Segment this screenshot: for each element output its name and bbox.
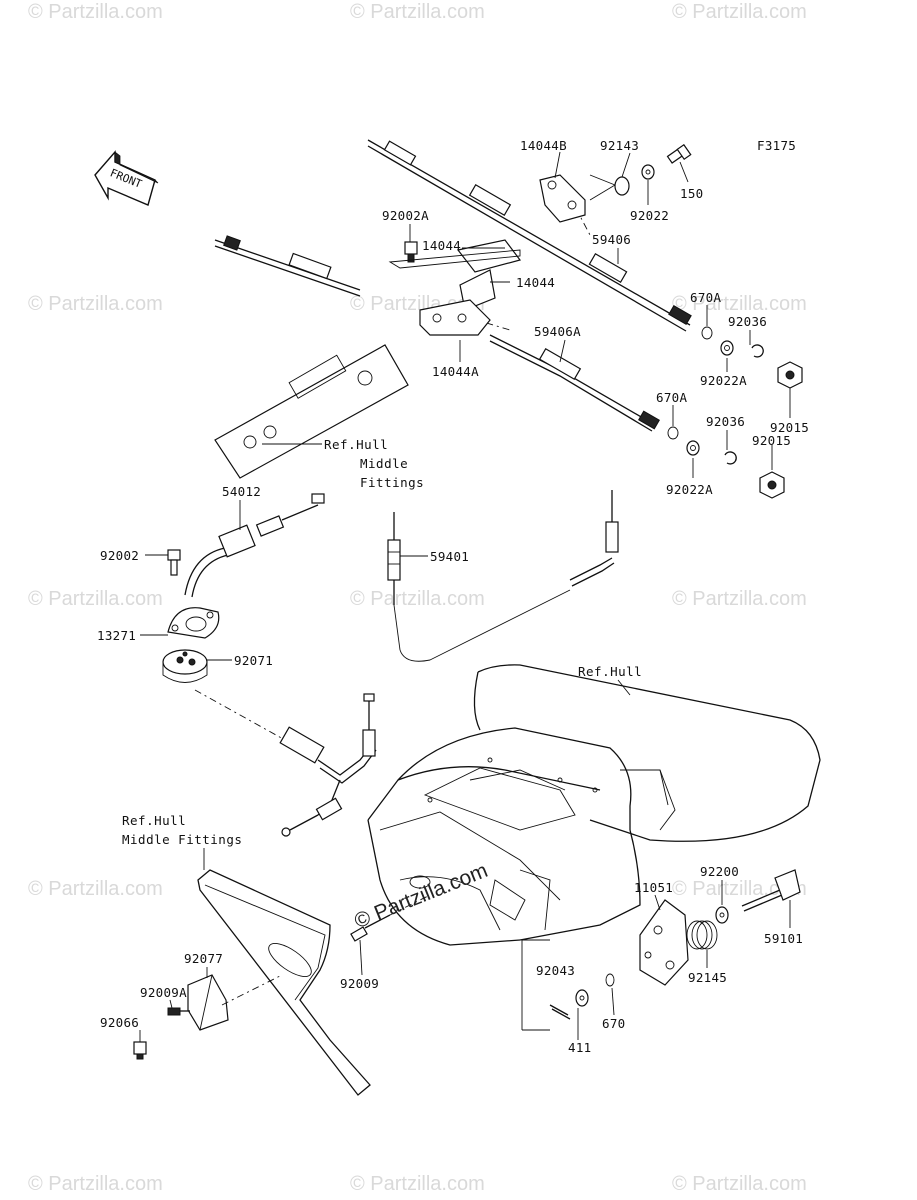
shaft-59101: [741, 869, 801, 912]
watermark: © Partzilla.com: [672, 588, 807, 610]
cable-59406: [367, 139, 692, 332]
bracket-14044A: [419, 299, 491, 336]
hull-body: [367, 664, 821, 946]
grommet-92071: [162, 649, 208, 683]
ref-hull-middle-left-line1: Ref.Hull: [122, 813, 186, 828]
figure-code: F3175: [757, 138, 796, 153]
part-label: 14044: [516, 275, 555, 290]
watermark: © Partzilla.com: [672, 1, 807, 23]
throttle-cable-lower: [194, 689, 377, 837]
part-label: 14044A: [432, 364, 479, 379]
part-label: 11051: [634, 880, 673, 895]
choke-cable-54012: [184, 493, 325, 598]
cover-11051: [639, 899, 689, 986]
part-label: 92071: [234, 653, 273, 668]
part-label: 59101: [764, 931, 803, 946]
circlip-92036-top: [751, 344, 764, 358]
watermark: © Partzilla.com: [672, 293, 807, 315]
watermark: © Partzilla.com: [672, 1173, 807, 1195]
part-label: 92143: [600, 138, 639, 153]
bolt-92002A: [404, 241, 418, 263]
part-label: 150: [680, 186, 703, 201]
part-label: 92002A: [382, 208, 429, 223]
washer-92022A-top: [720, 340, 734, 356]
part-label: 92009A: [140, 985, 187, 1000]
o-ring-670A-top: [701, 326, 713, 340]
part-label: 92009: [340, 976, 379, 991]
watermark: © Partzilla.com: [350, 588, 485, 610]
part-label: 59406: [592, 232, 631, 247]
part-label: 59401: [430, 549, 469, 564]
part-labels: 14044B 92143 150 92022 92002A 14044 1404…: [97, 138, 809, 1055]
leader-lines: [139, 151, 791, 1042]
cable-59401: [387, 490, 619, 662]
part-label: 92015: [752, 433, 791, 448]
cap-92077: [187, 974, 283, 1031]
nut-92015-bottom: [759, 471, 785, 499]
watermark: © Partzilla.com: [28, 1, 163, 23]
reference-labels: Ref.Hull Middle Fittings Ref.Hull Ref.Hu…: [122, 437, 642, 847]
bracket-14044B: [539, 174, 586, 223]
front-arrow-icon: FRONT: [94, 150, 159, 206]
circlip-92036-bottom: [724, 451, 737, 465]
part-label: 92002: [100, 548, 139, 563]
screw-92009A: [167, 1007, 190, 1016]
part-label: 670: [602, 1016, 625, 1031]
part-label: 92066: [100, 1015, 139, 1030]
nut-92015-top: [777, 361, 803, 389]
watermark: © Partzilla.com: [350, 1, 485, 23]
ref-hull-middle-line2: Middle: [360, 456, 408, 471]
part-label: 670A: [656, 390, 687, 405]
part-label: 92200: [700, 864, 739, 879]
nut-92066: [133, 1041, 147, 1060]
part-label: 54012: [222, 484, 261, 499]
part-label: 92036: [728, 314, 767, 329]
part-label: 92145: [688, 970, 727, 985]
watermark: © Partzilla.com: [672, 878, 807, 900]
part-label: 92077: [184, 951, 223, 966]
washer-92022A-bottom: [686, 440, 700, 456]
part-label: 670A: [690, 290, 721, 305]
ref-hull-middle-line3: Fittings: [360, 475, 424, 490]
spring-92145: [686, 920, 718, 950]
ref-hull-middle-left-line2: Middle Fittings: [122, 832, 242, 847]
part-label: 59406A: [534, 324, 581, 339]
part-label: 411: [568, 1040, 591, 1055]
o-ring-670A-bottom: [667, 426, 679, 440]
part-label: 14044B: [520, 138, 567, 153]
bolt-150: [666, 143, 692, 164]
watermark: © Partzilla.com: [28, 588, 163, 610]
part-label: 92036: [706, 414, 745, 429]
plate-13271: [167, 607, 220, 639]
ref-hull-middle-line1: Ref.Hull: [324, 437, 388, 452]
cable-59406A: [214, 235, 660, 432]
watermark: © Partzilla.com: [350, 1173, 485, 1195]
watermark: © Partzilla.com: [28, 878, 163, 900]
part-label: 92022A: [666, 482, 713, 497]
watermark: © Partzilla.com: [28, 293, 163, 315]
part-label: 13271: [97, 628, 136, 643]
part-label: 92022: [630, 208, 669, 223]
part-label: 92043: [536, 963, 575, 978]
pin-92043: [521, 939, 571, 1031]
washer-411: [575, 989, 589, 1007]
washer-92022: [641, 164, 655, 180]
watermark-layer: © Partzilla.com © Partzilla.com © Partzi…: [28, 1, 807, 1195]
center-watermark: © Partzilla.com: [351, 859, 491, 933]
screw-92009: [350, 894, 431, 942]
hull-side-cover: [197, 869, 371, 1096]
hull-middle-fittings-panel: [214, 344, 409, 479]
ref-hull: Ref.Hull: [578, 664, 642, 679]
part-label: 14044: [422, 238, 461, 253]
washer-92200: [715, 906, 729, 924]
watermark: © Partzilla.com: [28, 1173, 163, 1195]
bolt-92002: [167, 549, 181, 576]
o-ring-670: [605, 973, 615, 987]
bushing-92143: [589, 174, 630, 201]
part-label: 92022A: [700, 373, 747, 388]
part-label: 92015: [770, 420, 809, 435]
